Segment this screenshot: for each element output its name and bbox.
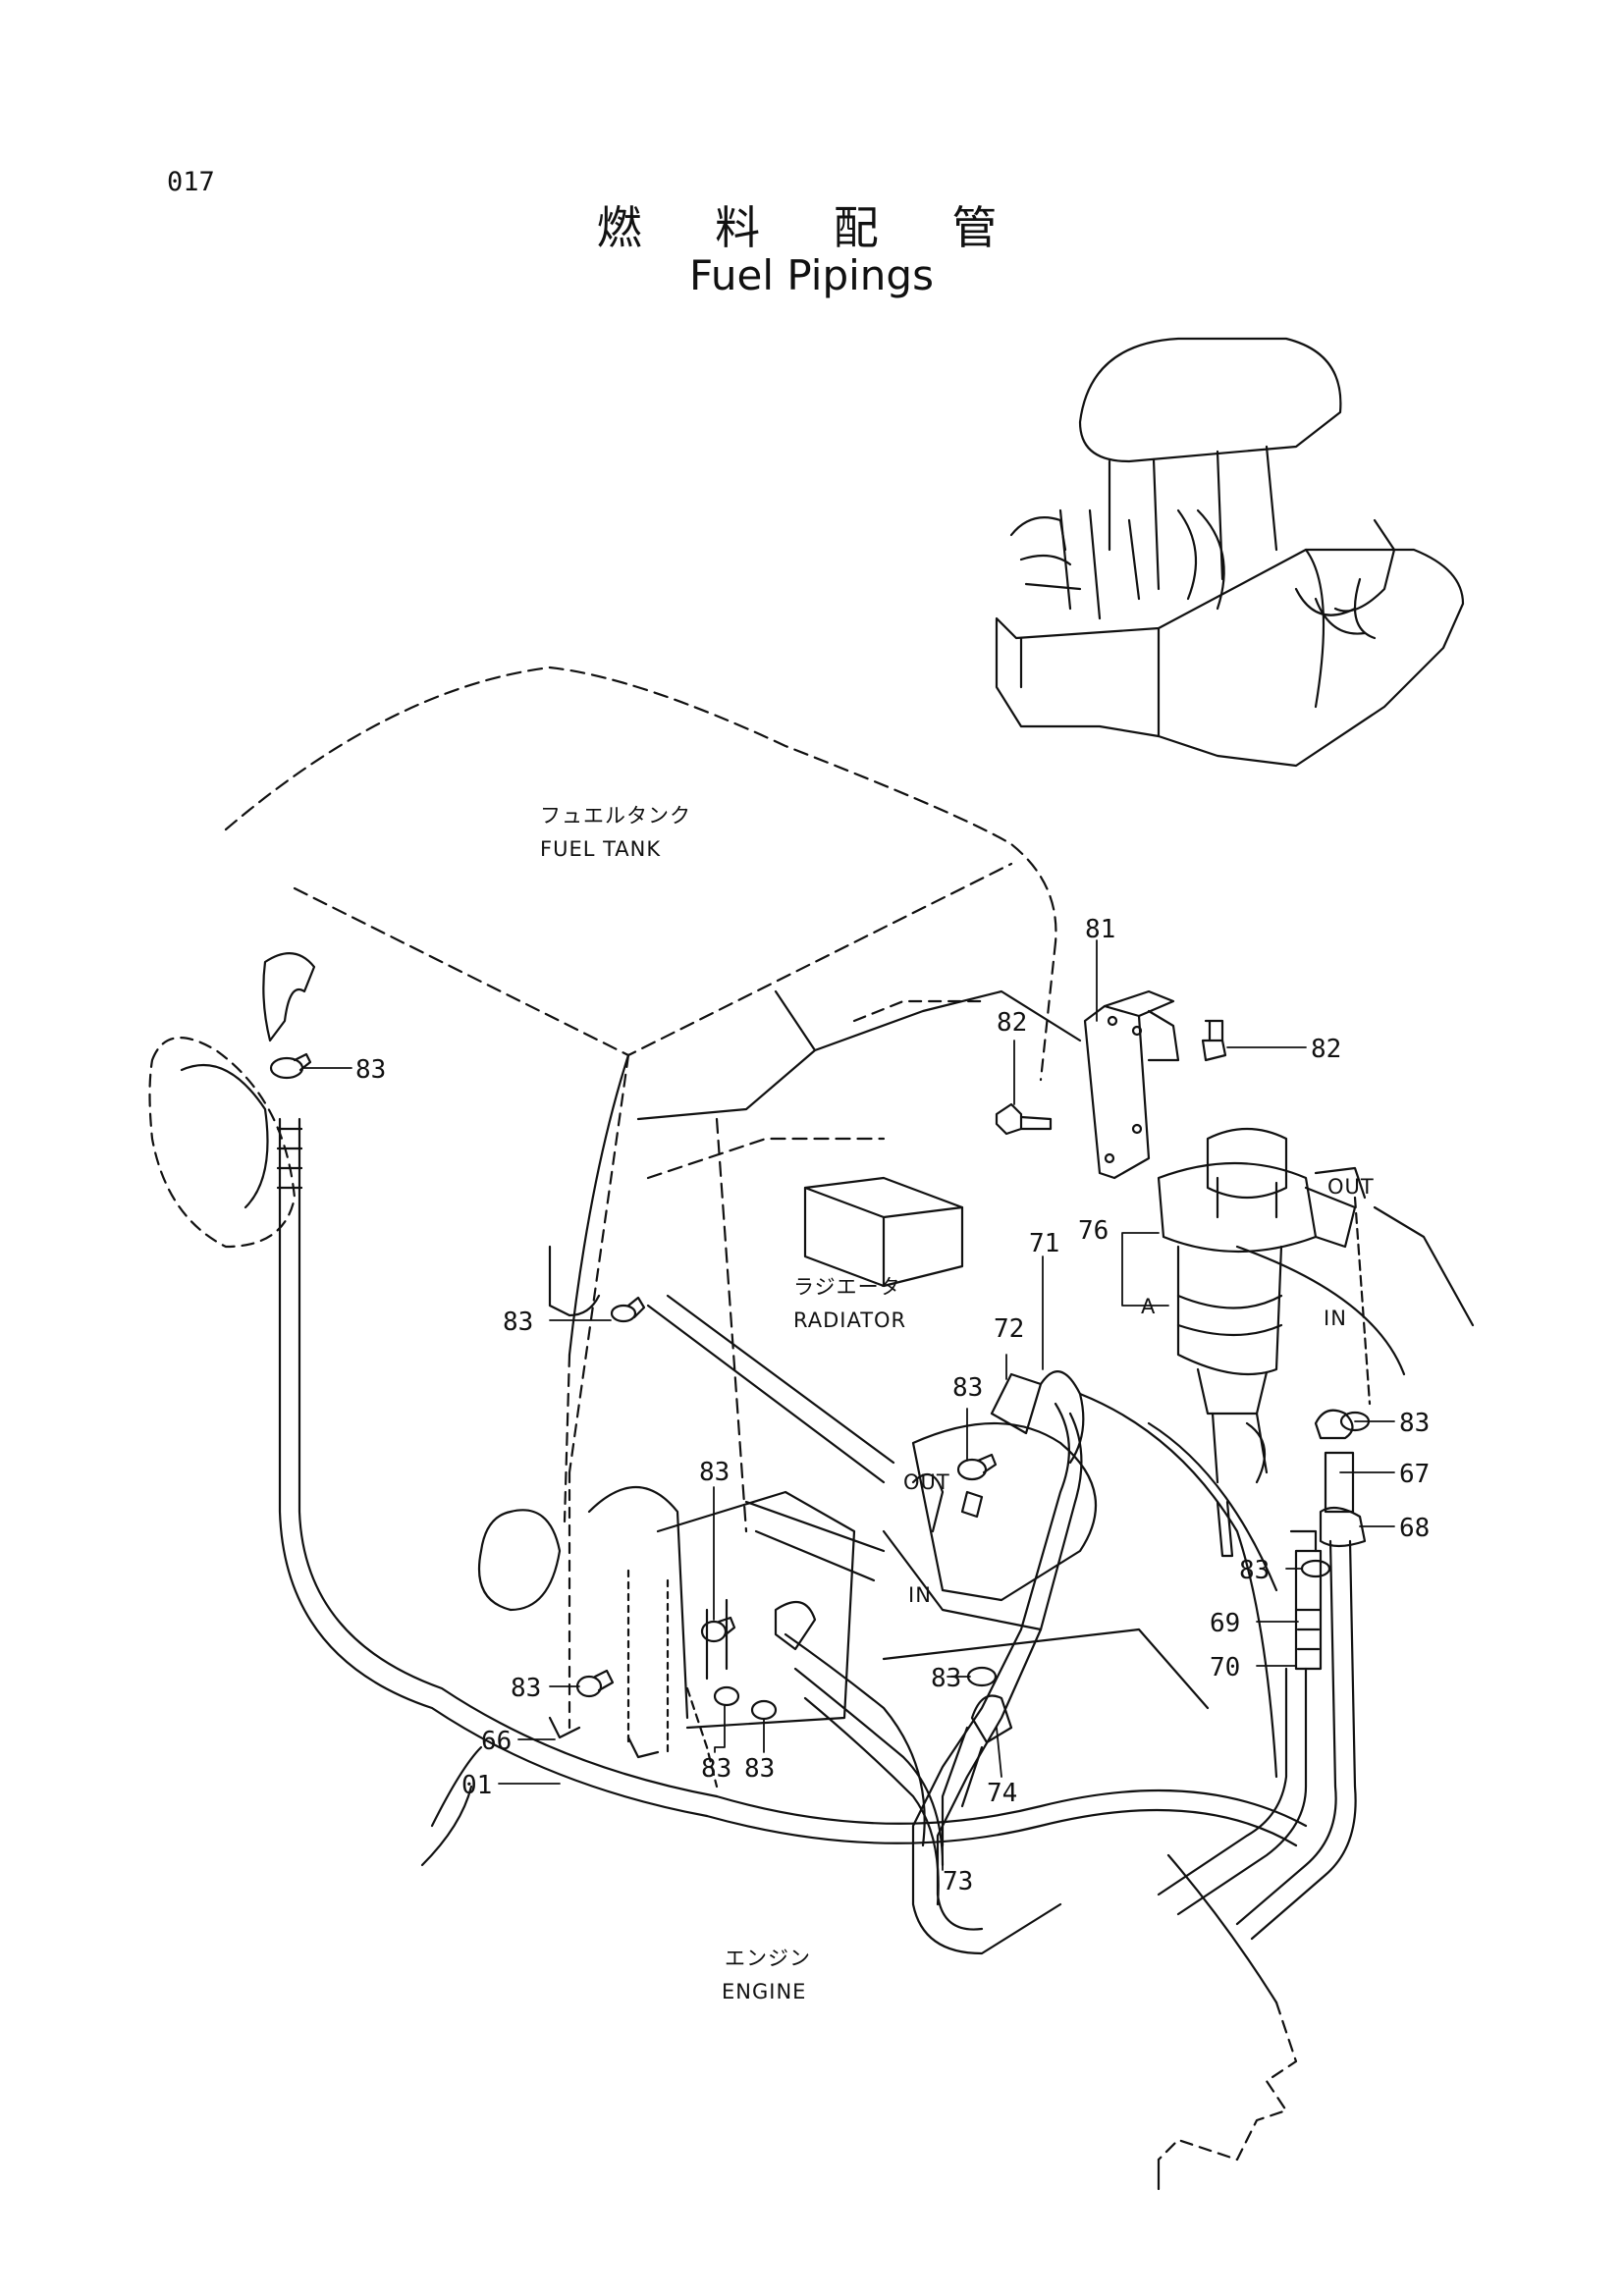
leader-lines [301,939,1395,1871]
fuel-tank-label-jp: フュエルタンク [540,804,691,828]
callout-71: 71 [1029,1229,1059,1258]
callout-73: 73 [943,1867,973,1896]
page-title-english: Fuel Pipings [689,251,934,299]
page-number: 017 [167,167,215,197]
callout-82-right: 82 [1311,1035,1341,1064]
radiator-label-en: RADIATOR [793,1308,906,1332]
callout-83-bottom-a: 83 [701,1754,731,1784]
right-fuel-hoses [1157,1409,1367,1941]
clamp-83-upper [700,1616,736,1643]
radiator-label-jp: ラジエータ [793,1275,901,1299]
component-labels: フュエルタンク FUEL TANK ラジエータ RADIATOR エンジン EN… [540,804,1375,2003]
callout-72: 72 [994,1314,1024,1344]
clamp-83-tank [269,1052,312,1080]
callout-82-left: 82 [997,1008,1027,1038]
callout-70: 70 [1210,1653,1240,1682]
callout-68: 68 [1399,1514,1430,1543]
feed-pump-hoses [774,1370,1085,1955]
callout-76: 76 [1078,1216,1109,1246]
callout-83-lower-mid: 83 [931,1664,961,1693]
callout-83-upper: 83 [699,1458,730,1487]
clamp-83-lower-mid [966,1666,998,1687]
clamp-83-lower-left [575,1669,615,1698]
clamp-83-pump [956,1453,998,1481]
engine-outline [420,1392,1298,2191]
pump-out-label: OUT [903,1470,950,1494]
part-callouts: 83 81 82 82 76 83 71 72 83 83 83 67 68 8… [355,915,1430,1896]
clamp-83-right-mid [1300,1559,1331,1578]
clamp-83-bottom-a [713,1685,740,1707]
fuel-tank-label-en: FUEL TANK [540,837,661,861]
pump-in-label: IN [908,1583,932,1607]
bolt-82-left [995,1102,1053,1136]
callout-83-lower-left: 83 [511,1674,541,1703]
callout-83-bottom-b: 83 [744,1754,775,1784]
bracket-81 [1083,989,1180,1180]
callout-83-pump: 83 [952,1373,983,1403]
callout-69: 69 [1210,1609,1240,1638]
filter-in-label: IN [1324,1307,1347,1330]
filter-out-label: OUT [1327,1175,1375,1199]
engine-label-en: ENGINE [722,1980,806,2003]
excavator-overview-illustration [995,337,1465,768]
injection-line-assembly [548,1245,895,1789]
left-fuel-hose [148,952,1308,1847]
fuel-tank-outline [224,666,1057,1523]
callout-01: 01 [461,1771,492,1800]
callout-81: 81 [1085,915,1115,944]
callout-83-right-top: 83 [1399,1409,1430,1438]
engine-label-jp: エンジン [725,1947,811,1970]
fuel-filter-76 [1157,1127,1372,1558]
callout-66: 66 [481,1727,512,1756]
clamp-83-mid [610,1296,646,1323]
callout-67: 67 [1399,1460,1430,1489]
callout-83-right-mid: 83 [1239,1556,1270,1585]
callout-74: 74 [987,1779,1017,1808]
callout-83-mid: 83 [503,1308,533,1337]
page-title-japanese: 燃 料 配 管 [596,201,1027,254]
clamp-83-bottom-b [750,1699,778,1721]
radiator-outline [636,989,1475,1533]
radiator-box [803,1176,964,1288]
callout-83-tank: 83 [355,1055,386,1085]
view-a-label: A [1141,1295,1156,1318]
bolt-82-right [1201,1019,1227,1062]
